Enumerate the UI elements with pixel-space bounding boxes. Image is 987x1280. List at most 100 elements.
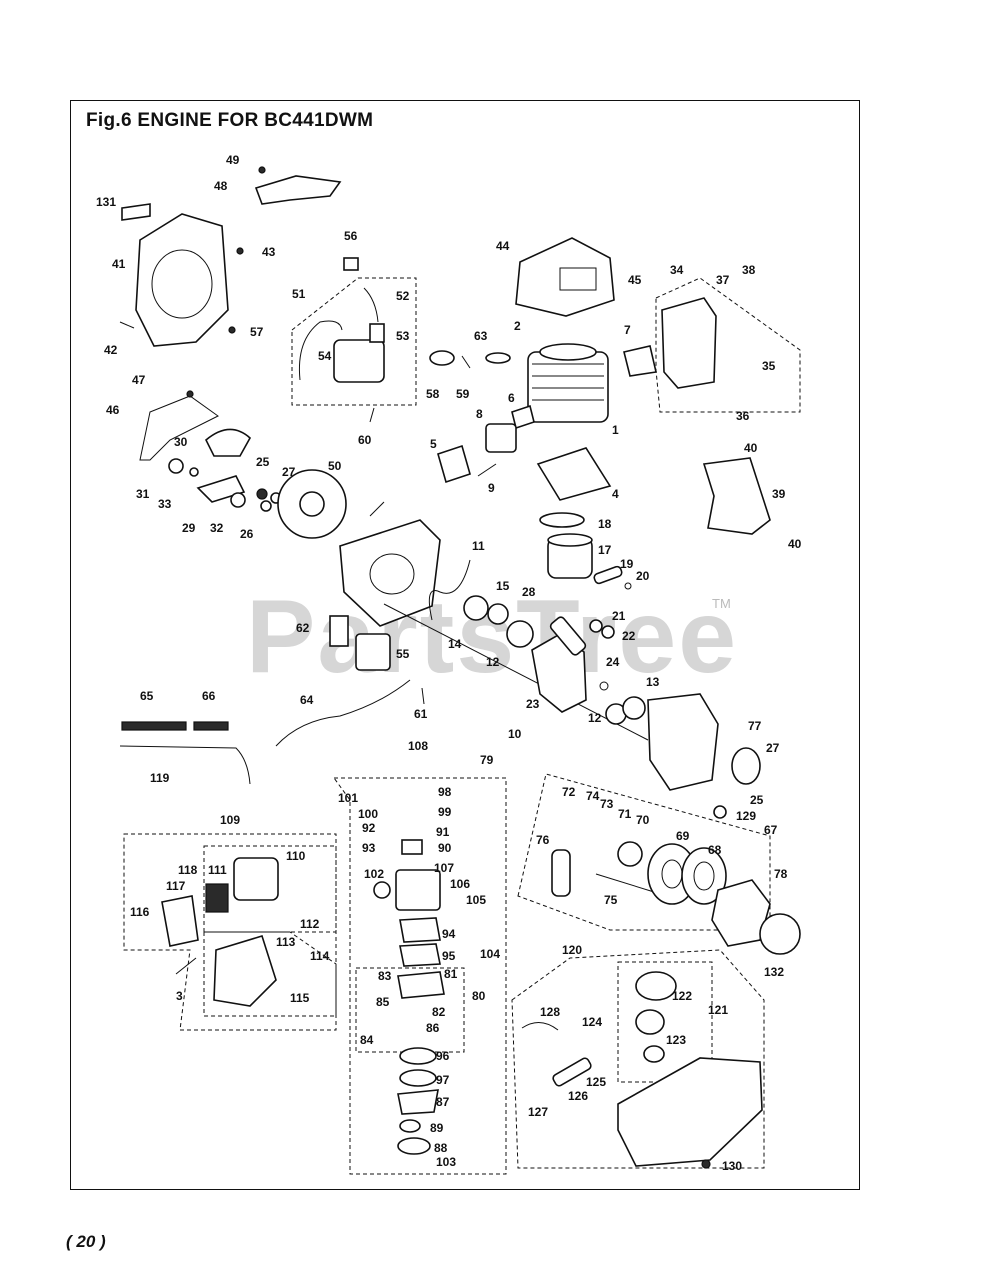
watermark: PartsTree <box>246 579 739 695</box>
part-label-38: 38 <box>742 263 756 277</box>
part-label-52: 52 <box>396 289 410 303</box>
part-label-68: 68 <box>708 843 722 857</box>
part-label-64: 64 <box>300 693 314 707</box>
part-label-100: 100 <box>358 807 379 821</box>
part-46-handle <box>139 395 219 461</box>
part-label-92: 92 <box>362 821 376 835</box>
part-label-121: 121 <box>708 1003 729 1017</box>
part-label-78: 78 <box>774 867 788 881</box>
leader-10 <box>383 603 649 741</box>
group-outline-109 <box>123 833 337 1031</box>
part-6-gasket <box>511 404 535 430</box>
part-32-washer <box>230 492 246 508</box>
part-64-harness <box>275 679 411 747</box>
part-starter-case <box>711 879 771 947</box>
part-131-plate <box>121 203 151 221</box>
part-label-83: 83 <box>378 969 392 983</box>
part-label-72: 72 <box>562 785 576 799</box>
part-label-55: 55 <box>396 647 410 661</box>
part-110-case <box>233 857 279 901</box>
part-47-screw <box>186 390 194 398</box>
group-outline-120 <box>511 949 765 1169</box>
part-label-128: 128 <box>540 1005 561 1019</box>
part-label-2: 2 <box>514 319 521 333</box>
part-label-54: 54 <box>318 349 332 363</box>
part-30-clutch-shoe <box>205 428 252 457</box>
figure-frame <box>70 100 860 1190</box>
part-44-cylinder-cover <box>515 237 615 317</box>
part-label-29: 29 <box>182 521 196 535</box>
page-number: ( 20 ) <box>66 1232 106 1251</box>
part-132-filter <box>759 913 801 955</box>
part-label-26: 26 <box>240 527 254 541</box>
part-62-bracket <box>329 615 349 647</box>
part-label-60: 60 <box>358 433 372 447</box>
part-label-23: 23 <box>526 697 540 711</box>
part-102-gasket <box>373 881 391 899</box>
part-label-105: 105 <box>466 893 487 907</box>
part-14-seal <box>463 595 489 621</box>
part-label-97: 97 <box>436 1073 450 1087</box>
part-39-muffler-cover <box>702 457 771 535</box>
part-label-126: 126 <box>568 1089 589 1103</box>
part-label-41: 41 <box>112 257 126 271</box>
part-77-seal <box>731 747 761 785</box>
part-label-11: 11 <box>472 539 485 553</box>
part-label-12-upper: 12 <box>486 655 500 669</box>
part-13-seal <box>622 696 646 720</box>
part-114-cover <box>213 935 277 1007</box>
group-outline-114 <box>203 931 337 1017</box>
part-43-nut <box>236 247 244 255</box>
part-61-bolt <box>421 687 425 705</box>
part-1-cylinder <box>527 343 609 423</box>
part-3-bolt <box>175 957 197 975</box>
part-81-block <box>397 971 445 999</box>
part-54-coil <box>333 339 385 383</box>
part-34-muffler <box>661 297 717 389</box>
part-16-bolt <box>369 501 385 517</box>
part-label-1: 1 <box>612 423 619 437</box>
part-label-76: 76 <box>536 833 550 847</box>
part-label-81: 81 <box>444 967 458 981</box>
part-122-cap <box>635 971 677 1001</box>
part-129-grommet <box>713 805 727 819</box>
part-11-wire <box>428 559 471 621</box>
part-123-cap <box>635 1009 665 1035</box>
part-label-111: 111 <box>208 863 227 877</box>
part-label-112: 112 <box>300 917 320 931</box>
part-label-109: 109 <box>220 813 241 827</box>
part-label-99: 99 <box>438 805 452 819</box>
part-88-cover <box>397 1137 431 1155</box>
part-label-59: 59 <box>456 387 470 401</box>
part-label-6: 6 <box>508 391 515 405</box>
part-123b-seal <box>643 1045 665 1063</box>
group-outline-51 <box>291 277 417 406</box>
part-label-91: 91 <box>436 825 450 839</box>
part-90-lever <box>401 839 423 855</box>
part-label-115: 115 <box>290 991 310 1005</box>
part-128-hose <box>521 1022 559 1031</box>
part-41-fan-housing <box>135 213 229 347</box>
part-carburetor-body <box>395 869 441 911</box>
part-96-diaphragm <box>399 1047 437 1065</box>
part-label-103: 103 <box>436 1155 457 1169</box>
part-7-gasket <box>623 345 657 377</box>
part-label-102: 102 <box>364 867 385 881</box>
part-label-25-right: 25 <box>750 793 764 807</box>
part-crankcase-left <box>339 519 441 627</box>
part-111-element <box>205 883 229 913</box>
part-19-pin <box>593 565 623 585</box>
part-26-washer <box>260 500 272 512</box>
part-fuel-tank <box>617 1057 763 1167</box>
part-label-123: 123 <box>666 1033 687 1047</box>
part-label-5: 5 <box>430 437 437 451</box>
part-label-87: 87 <box>436 1095 450 1109</box>
part-8-insulator <box>485 423 517 453</box>
part-label-47: 47 <box>132 373 146 387</box>
part-label-84: 84 <box>360 1033 374 1047</box>
part-119-cable <box>119 745 251 785</box>
part-55-module <box>355 633 391 671</box>
part-label-51: 51 <box>292 287 306 301</box>
part-label-15: 15 <box>496 579 510 593</box>
part-130-bolt <box>701 1159 711 1169</box>
